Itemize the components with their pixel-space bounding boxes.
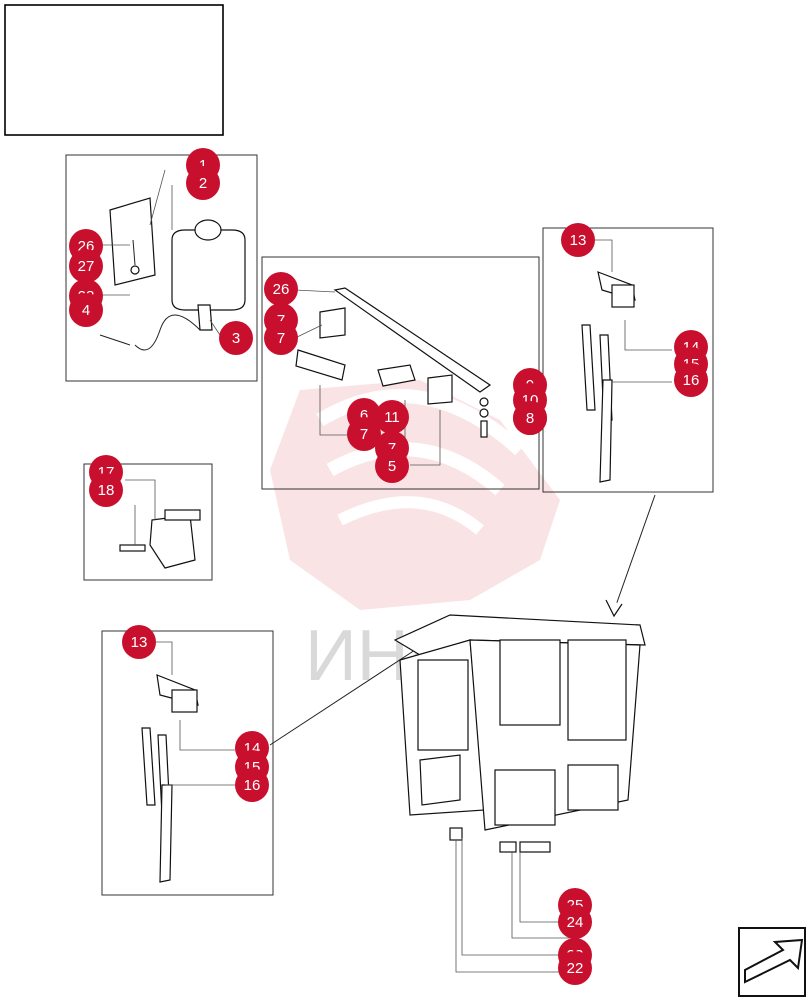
callout-label: 5 bbox=[388, 458, 396, 475]
callout-circle bbox=[219, 321, 253, 355]
callout-circle bbox=[558, 951, 592, 985]
callout-label: 6 bbox=[360, 407, 368, 424]
callout-circle bbox=[674, 363, 708, 397]
arrow-next-icon[interactable] bbox=[738, 927, 806, 997]
title-block bbox=[4, 4, 224, 136]
callout-label: 16 bbox=[683, 372, 700, 389]
callout-label: 22 bbox=[567, 960, 584, 977]
panel-bracket bbox=[261, 256, 540, 490]
callout-circle bbox=[375, 449, 409, 483]
callout-p2-e: 11 bbox=[375, 400, 409, 434]
callout-label: 4 bbox=[82, 302, 90, 319]
callout-label: 1 bbox=[199, 157, 207, 174]
callout-p3-d: 16 bbox=[674, 363, 708, 397]
callout-circle bbox=[69, 249, 103, 283]
callout-label: 7 bbox=[388, 440, 396, 457]
callout-p1-g: 3 bbox=[219, 321, 253, 355]
callout-p1-f: 4 bbox=[69, 293, 103, 327]
callout-p2-k: 8 bbox=[513, 401, 547, 435]
callout-p2-c: 7 bbox=[264, 321, 298, 355]
callout-label: 11 bbox=[384, 409, 400, 426]
callout-circle bbox=[186, 166, 220, 200]
callout-p2-l: 5 bbox=[375, 449, 409, 483]
callout-circle bbox=[347, 417, 381, 451]
callout-circle bbox=[235, 768, 269, 802]
callout-p3-a: 13 bbox=[561, 223, 595, 257]
cab-illustration bbox=[393, 494, 656, 973]
callout-label: 27 bbox=[78, 258, 95, 275]
callout-circle bbox=[558, 905, 592, 939]
callout-p2-a: 26 bbox=[264, 272, 298, 306]
callout-circle bbox=[513, 401, 547, 435]
panel-washer-reservoir bbox=[65, 154, 258, 382]
callout-circle bbox=[89, 473, 123, 507]
panel-left-wiper bbox=[101, 630, 416, 896]
callout-label: 8 bbox=[526, 410, 534, 427]
callout-layer: 1226272843267761177910985131415161718131… bbox=[69, 148, 708, 985]
callout-circle bbox=[264, 321, 298, 355]
callout-circle bbox=[264, 272, 298, 306]
callout-label: 3 bbox=[232, 330, 240, 347]
callout-circle bbox=[375, 400, 409, 434]
callout-circle bbox=[122, 625, 156, 659]
callout-p4-b: 18 bbox=[89, 473, 123, 507]
callout-label: 16 bbox=[244, 777, 261, 794]
callout-label: 7 bbox=[277, 312, 285, 329]
callout-label: 13 bbox=[131, 634, 148, 651]
callout-p6-d: 22 bbox=[558, 951, 592, 985]
callout-p2-f: 7 bbox=[347, 417, 381, 451]
panel-mirror-bracket bbox=[83, 463, 213, 581]
callout-label: 7 bbox=[360, 426, 368, 443]
callout-circle bbox=[69, 293, 103, 327]
callout-circle bbox=[561, 223, 595, 257]
callout-p1-d: 27 bbox=[69, 249, 103, 283]
callout-label: 7 bbox=[277, 330, 285, 347]
callout-p5-a: 13 bbox=[122, 625, 156, 659]
callout-label: 13 bbox=[570, 232, 587, 249]
callout-label: 26 bbox=[273, 281, 290, 298]
callout-p5-d: 16 bbox=[235, 768, 269, 802]
callout-label: 24 bbox=[567, 914, 584, 931]
callout-p6-b: 24 bbox=[558, 905, 592, 939]
callout-p1-b: 2 bbox=[186, 166, 220, 200]
callout-label: 2 bbox=[199, 175, 207, 192]
callout-label: 18 bbox=[98, 482, 115, 499]
panel-right-wiper bbox=[542, 227, 714, 493]
